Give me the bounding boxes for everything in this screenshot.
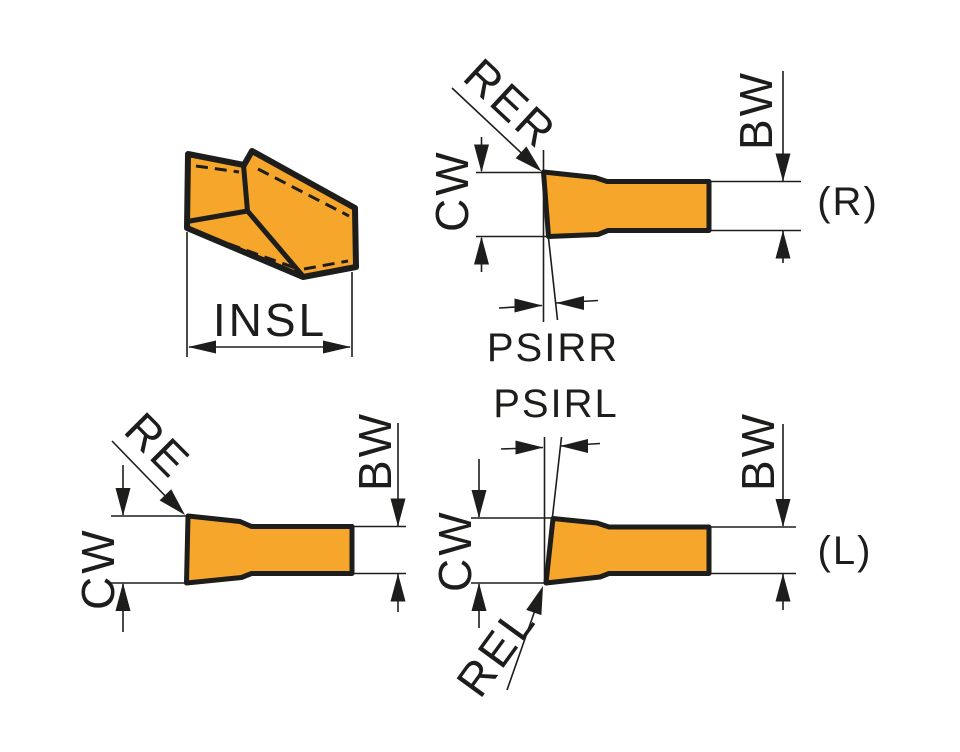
psirr-arrow-left bbox=[514, 298, 543, 313]
iso-view: INSL bbox=[184, 148, 359, 357]
right-hand-view: CW RER PSIRR BW (R) bbox=[426, 48, 879, 370]
left-hand-insert-body bbox=[543, 516, 712, 586]
psirl-label: PSIRL bbox=[493, 382, 619, 426]
n-bw-arrow-top bbox=[390, 498, 406, 527]
n-bw-label: BW bbox=[349, 411, 401, 491]
re-leader-line bbox=[111, 440, 176, 507]
r-bw-label: BW bbox=[730, 70, 782, 150]
l-bw-arrow-top bbox=[775, 499, 791, 527]
psirl-arrow-right bbox=[560, 439, 588, 453]
n-bw-arrow-bottom bbox=[390, 573, 406, 602]
n-cw-arrow-bottom bbox=[115, 583, 131, 611]
insl-label: INSL bbox=[213, 294, 327, 346]
l-cw-arrow-top bbox=[471, 490, 487, 518]
neutral-insert-body bbox=[184, 513, 355, 586]
psirr-label: PSIRR bbox=[487, 326, 619, 370]
r-cw-arrow-bottom bbox=[474, 236, 489, 265]
l-bw-label: BW bbox=[732, 411, 784, 491]
left-hand-marker: (L) bbox=[818, 529, 873, 573]
iso-hidden-line-top-left bbox=[195, 164, 240, 174]
iso-hidden-line-top-right bbox=[257, 167, 350, 218]
left-hand-view: CW PSIRL REL BW (L) bbox=[429, 382, 873, 706]
r-bw-arrow-top bbox=[775, 153, 791, 182]
rel-label: REL bbox=[446, 596, 546, 706]
iso-edge-base bbox=[245, 208, 305, 278]
iso-hidden-line-bottom-right bbox=[303, 259, 349, 271]
insl-arrow-left bbox=[188, 340, 216, 354]
rer-leader-arrow bbox=[515, 146, 542, 172]
insl-arrow-right bbox=[323, 340, 351, 354]
r-cw-label: CW bbox=[426, 149, 478, 232]
l-cw-label: CW bbox=[429, 509, 481, 592]
re-leader-arrow bbox=[159, 489, 185, 515]
right-hand-marker: (R) bbox=[817, 180, 879, 224]
right-hand-insert-body bbox=[541, 169, 712, 239]
neutral-view: CW RE BW bbox=[72, 402, 406, 632]
psirl-arrow-left bbox=[515, 440, 544, 455]
psirr-arrow-right bbox=[556, 296, 584, 310]
psirr-edge-extension-line bbox=[547, 237, 559, 321]
iso-edge-notch bbox=[241, 162, 250, 214]
re-label: RE bbox=[115, 402, 201, 488]
r-bw-arrow-bottom bbox=[775, 230, 791, 259]
n-cw-arrow-top bbox=[115, 488, 131, 516]
r-cw-arrow-top bbox=[474, 144, 489, 173]
rer-leader-line bbox=[451, 87, 533, 164]
iso-edge-front-bottom bbox=[187, 208, 250, 224]
l-bw-arrow-bottom bbox=[775, 573, 791, 602]
rel-leader-arrow bbox=[526, 586, 543, 616]
n-cw-label: CW bbox=[72, 527, 124, 610]
l-cw-arrow-bottom bbox=[471, 583, 487, 611]
